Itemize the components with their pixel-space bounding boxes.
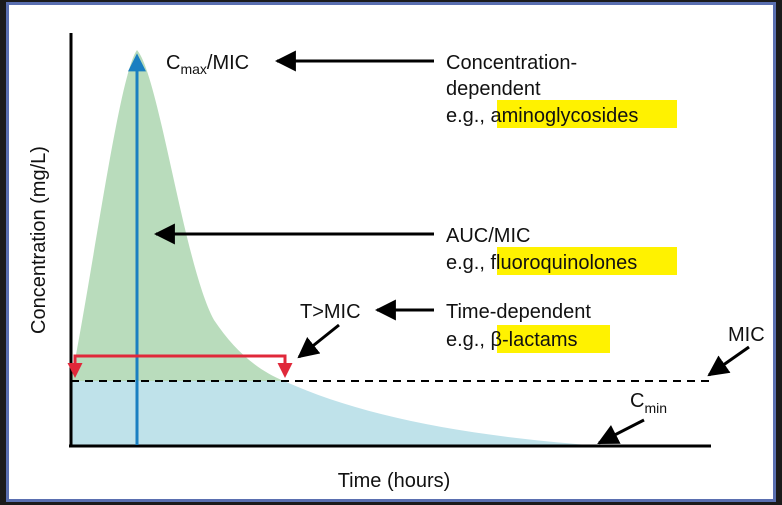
highlight-beta-lactams	[497, 325, 610, 353]
arrow-tmic-to-bracket	[297, 323, 340, 359]
arrow-cmin-to-curve	[597, 418, 645, 445]
conc-dependent-line2: dependent	[446, 78, 541, 100]
arrow-mic-to-line	[707, 345, 750, 377]
mic-label: MIC	[728, 324, 765, 346]
t-mic-label: T>MIC	[300, 301, 361, 323]
beta-lactams-example: e.g., β-lactams	[446, 329, 578, 351]
pk-pd-diagram: Cmax/MIC Concentration- dependent e.g., …	[28, 33, 765, 492]
cmax-mic-label: Cmax/MIC	[166, 52, 249, 77]
supra-mic-area	[71, 50, 284, 381]
aminoglycosides-example: e.g., aminoglycosides	[446, 105, 638, 127]
t-mic-bracket	[67, 354, 293, 378]
cmin-label: Cmin	[630, 390, 667, 416]
highlight-aminoglycosides	[497, 100, 677, 128]
x-axis-title: Time (hours)	[338, 470, 451, 492]
figure-frame: Cmax/MIC Concentration- dependent e.g., …	[6, 2, 776, 502]
y-axis-title: Concentration (mg/L)	[28, 146, 50, 334]
time-dependent-label: Time-dependent	[446, 301, 591, 323]
auc-mic-label: AUC/MIC	[446, 225, 530, 247]
sub-mic-area	[71, 381, 589, 445]
highlight-fluoroquinolones	[497, 247, 677, 275]
fluoroquinolones-example: e.g., fluoroquinolones	[446, 252, 637, 274]
conc-dependent-line1: Concentration-	[446, 52, 577, 74]
